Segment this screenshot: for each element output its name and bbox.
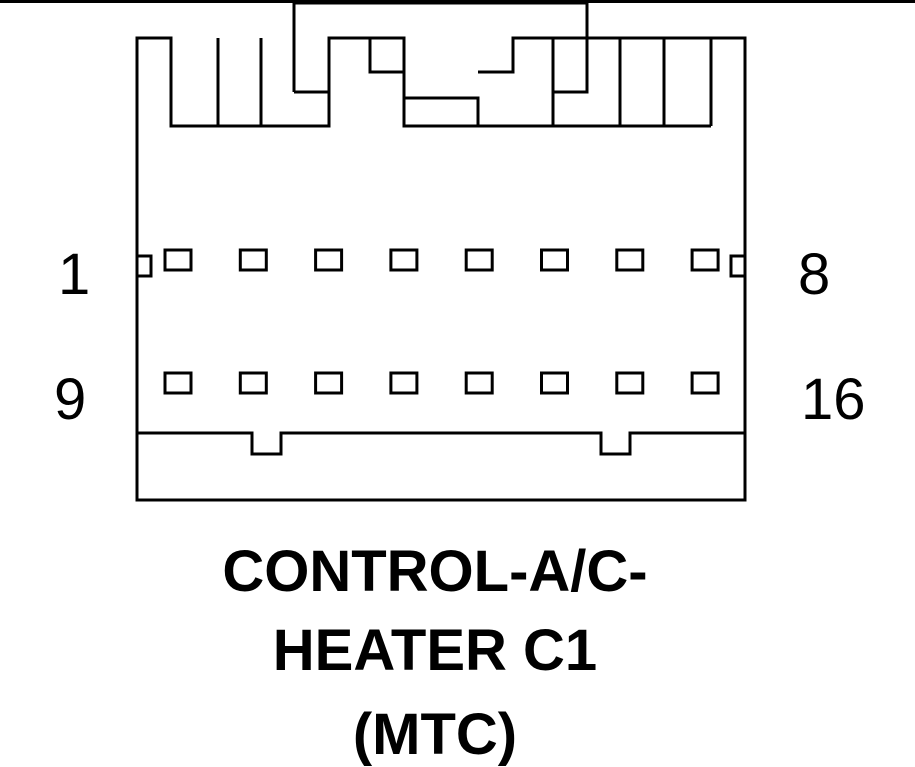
caption-line-2: HEATER C1	[272, 618, 598, 683]
pin-cavity-1	[163, 248, 193, 272]
pin-label-16: 16	[801, 367, 866, 432]
pin-cavity-3	[314, 248, 344, 272]
pin-cavity-12	[389, 371, 419, 395]
side-tab-left	[135, 254, 153, 278]
connector-latch	[292, 1, 589, 94]
caption-line-1: CONTROL-A/C-	[222, 539, 648, 604]
pin-cavity-14	[540, 371, 569, 395]
pin-label-1: 1	[58, 242, 91, 307]
latch-center-notch	[404, 96, 480, 126]
pin-cavity-16	[690, 371, 720, 395]
latch-step-right	[478, 36, 553, 74]
pin-label-8: 8	[798, 242, 831, 307]
latch-step-left	[329, 36, 404, 74]
pin-cavity-6	[540, 248, 569, 272]
pin-cavity-9	[163, 371, 193, 395]
pin-cavity-8	[690, 248, 720, 272]
pin-cavity-2	[238, 248, 268, 272]
caption-line-3: (MTC)	[352, 702, 518, 767]
connector-body-outline	[135, 36, 747, 502]
side-tab-right	[729, 254, 747, 278]
pin-cavity-15	[615, 371, 645, 395]
pin-cavity-7	[615, 248, 645, 272]
pin-cavity-4	[389, 248, 419, 272]
pin-cavity-11	[314, 371, 344, 395]
pin-cavity-10	[238, 371, 268, 395]
pin-cavities	[163, 248, 720, 395]
bottom-shelf	[137, 431, 745, 456]
pin-cavity-13	[464, 371, 494, 395]
pin-cavity-5	[464, 248, 494, 272]
pin-label-9: 9	[54, 367, 87, 432]
